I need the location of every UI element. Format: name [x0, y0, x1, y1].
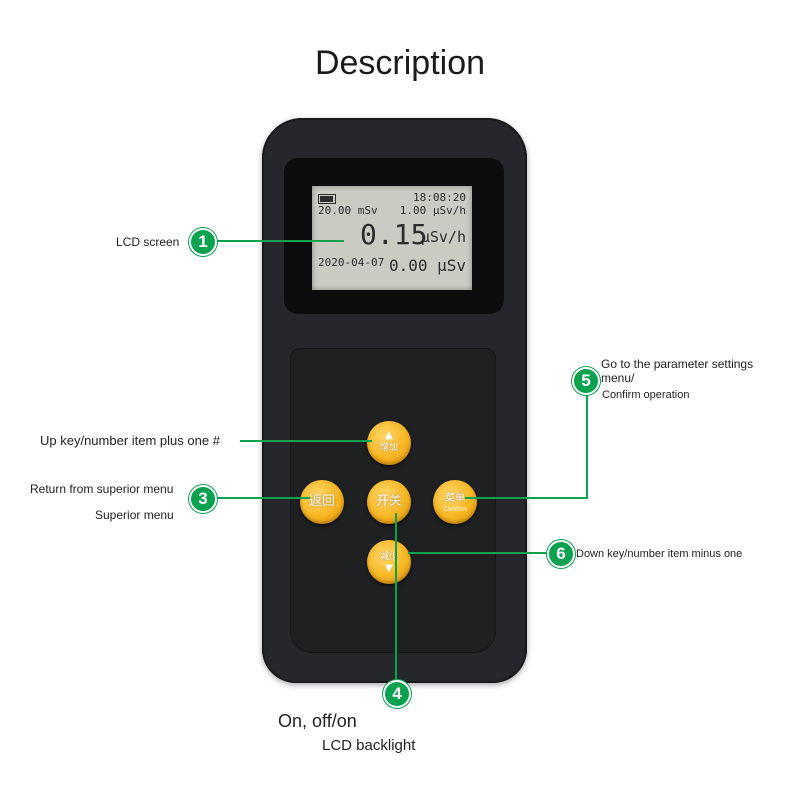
callout-2-text: Up key/number item plus one # — [40, 433, 220, 448]
power-key-button[interactable]: 开关 — [367, 480, 411, 524]
lcd-total-dose: 0.00 μSv — [388, 256, 466, 275]
callout-line-5 — [465, 392, 588, 499]
callout-3-line1: Return from superior menu — [30, 482, 174, 496]
callout-4-line1: On, off/on — [278, 711, 357, 731]
lcd-rate-threshold: 1.00 μSv/h — [399, 204, 466, 217]
lcd-dose-threshold: 20.00 mSv — [318, 204, 378, 217]
callout-3-line2: Superior menu — [95, 508, 174, 522]
callout-6-badge: 6 — [547, 540, 575, 568]
menu-key-sublabel: Confirm — [443, 505, 467, 513]
callout-4-line2: LCD backlight — [322, 737, 416, 754]
callout-1-badge: 1 — [189, 228, 217, 256]
power-key-label: 开关 — [375, 494, 402, 509]
callout-3-badge: 3 — [189, 485, 217, 513]
up-key-button[interactable]: ▲ 增加 — [367, 421, 411, 465]
up-key-label: 增加 — [379, 443, 398, 453]
menu-key-button[interactable]: 菜单 Confirm — [433, 480, 477, 524]
menu-key-label: 菜单 — [445, 492, 465, 504]
back-key-label: 返回 — [308, 494, 335, 509]
chevron-down-icon: ▼ — [385, 563, 393, 574]
lcd-date: 2020-04-07 — [318, 256, 385, 269]
callout-6-text: Down key/number item minus one — [576, 548, 743, 560]
callout-4-badge: 4 — [383, 680, 411, 708]
down-key-button[interactable]: 减少 ▼ — [367, 540, 411, 584]
page-title: Description — [314, 44, 486, 82]
lcd-time: 18:08:20 — [413, 191, 466, 204]
back-key-button[interactable]: 返回 — [300, 480, 344, 524]
callout-1-text: LCD screen — [116, 235, 180, 249]
down-key-label: 减少 — [379, 552, 398, 562]
callout-5-line3: Confirm operation — [602, 389, 690, 401]
chevron-up-icon: ▲ — [385, 430, 393, 441]
lcd-reading: 0.15 — [360, 218, 428, 251]
callout-5-badge: 5 — [572, 367, 600, 395]
callout-5-line1: Go to the parameter settings — [601, 357, 754, 371]
callout-5-line2: menu/ — [601, 371, 635, 385]
lcd-screen: 18:08:20 20.00 mSv 1.00 μSv/h 0.15 μSv/h… — [312, 186, 472, 290]
battery-icon — [318, 194, 336, 204]
lcd-reading-unit: μSv/h — [420, 228, 466, 246]
